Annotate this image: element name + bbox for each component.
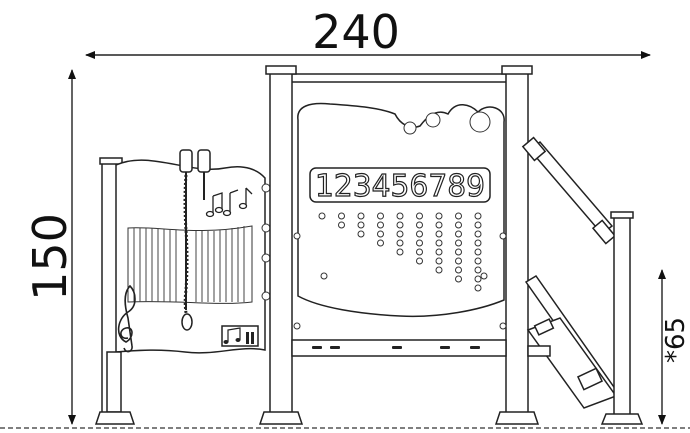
counting-dot [474, 266, 482, 274]
counting-dot [435, 221, 443, 229]
counting-dot [455, 239, 462, 247]
width-dimension: 240 [85, 5, 651, 59]
number-strip: 123456789 [315, 169, 485, 204]
counting-dot [338, 212, 345, 220]
counting-dot [396, 221, 404, 229]
panel-slats [133, 226, 245, 302]
treble-clef-icon [117, 284, 136, 353]
side-dimension: *65 [658, 269, 690, 425]
counting-dot [357, 212, 365, 220]
music-sign-icon [221, 325, 259, 347]
counting-dot [377, 230, 384, 238]
counting-dot [416, 257, 423, 265]
counting-dot [474, 239, 482, 247]
counting-dot [377, 221, 384, 229]
counting-dot [396, 248, 404, 256]
height-dimension-label: 150 [23, 213, 77, 301]
counting-dot [455, 275, 462, 283]
counting-dot [435, 248, 443, 256]
counting-dot [396, 239, 404, 247]
dot-grid [318, 212, 482, 292]
counting-dot [357, 230, 365, 238]
counting-dot [455, 230, 462, 238]
counting-dot [435, 239, 443, 247]
counting-dot [474, 230, 482, 238]
counting-dot [416, 221, 423, 229]
counting-dot [396, 230, 404, 238]
counting-dot [435, 212, 443, 220]
counting-dot [474, 284, 482, 292]
main-frame [258, 65, 540, 425]
counting-dot [455, 248, 462, 256]
counting-dot [435, 257, 443, 265]
counting-dot [474, 275, 482, 283]
counting-dot [455, 266, 462, 274]
slide-section [521, 136, 644, 425]
counting-dot [416, 248, 423, 256]
height-dimension: 150 [23, 69, 77, 425]
counting-dot [474, 248, 482, 256]
width-dimension-label: 240 [312, 5, 400, 59]
left-music-panel [94, 149, 271, 425]
mallet-icon [179, 149, 211, 331]
counting-dot [455, 212, 462, 220]
counting-dot [396, 212, 404, 220]
counting-dot [455, 221, 462, 229]
counting-dot [338, 221, 345, 229]
number-panel: 123456789 [293, 102, 507, 330]
counting-dot [474, 212, 482, 220]
counting-dot [377, 239, 384, 247]
counting-dot [474, 257, 482, 265]
counting-dot [357, 221, 365, 229]
counting-dot [318, 212, 326, 220]
counting-dot [435, 230, 443, 238]
counting-dot [416, 239, 423, 247]
counting-dot [416, 230, 423, 238]
counting-dot [416, 212, 423, 220]
counting-dot [474, 221, 482, 229]
number-strip-plate [309, 167, 491, 203]
counting-dot [455, 257, 462, 265]
counting-dot [377, 212, 384, 220]
side-dimension-label: *65 [661, 317, 690, 363]
music-notes-icon [205, 187, 253, 218]
counting-dot [435, 266, 443, 274]
